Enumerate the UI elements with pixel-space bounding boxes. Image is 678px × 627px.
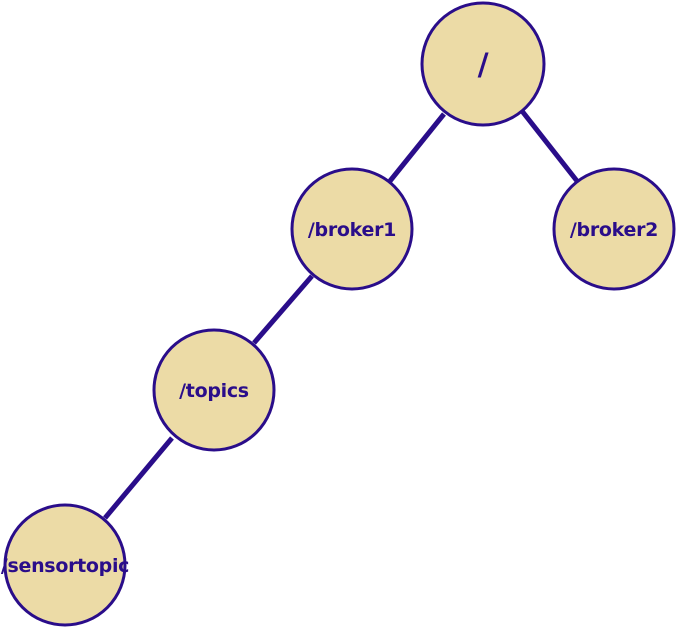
node-topics: /topics — [152, 328, 276, 452]
node-broker1-label: /broker1 — [308, 219, 396, 241]
node-root-label: / — [478, 48, 489, 83]
node-root-circle — [420, 1, 546, 127]
node-sensortopic: /sensortopic — [1, 503, 129, 627]
tree-edges — [103, 109, 579, 520]
node-root: / — [420, 1, 546, 127]
edge-broker1-topics — [252, 274, 314, 345]
node-broker1-circle — [290, 167, 414, 291]
node-sensortopic-circle — [3, 503, 127, 627]
node-broker2: /broker2 — [552, 167, 676, 291]
edge-root-broker1 — [388, 112, 446, 183]
node-topics-circle — [152, 328, 276, 452]
node-topics-label: /topics — [179, 380, 249, 402]
node-sensortopic-label: /sensortopic — [1, 555, 129, 577]
edge-topics-sensortopic — [103, 436, 174, 520]
node-broker1: /broker1 — [290, 167, 414, 291]
node-broker2-label: /broker2 — [570, 219, 658, 241]
edge-root-broker2 — [520, 109, 579, 183]
node-broker2-circle — [552, 167, 676, 291]
